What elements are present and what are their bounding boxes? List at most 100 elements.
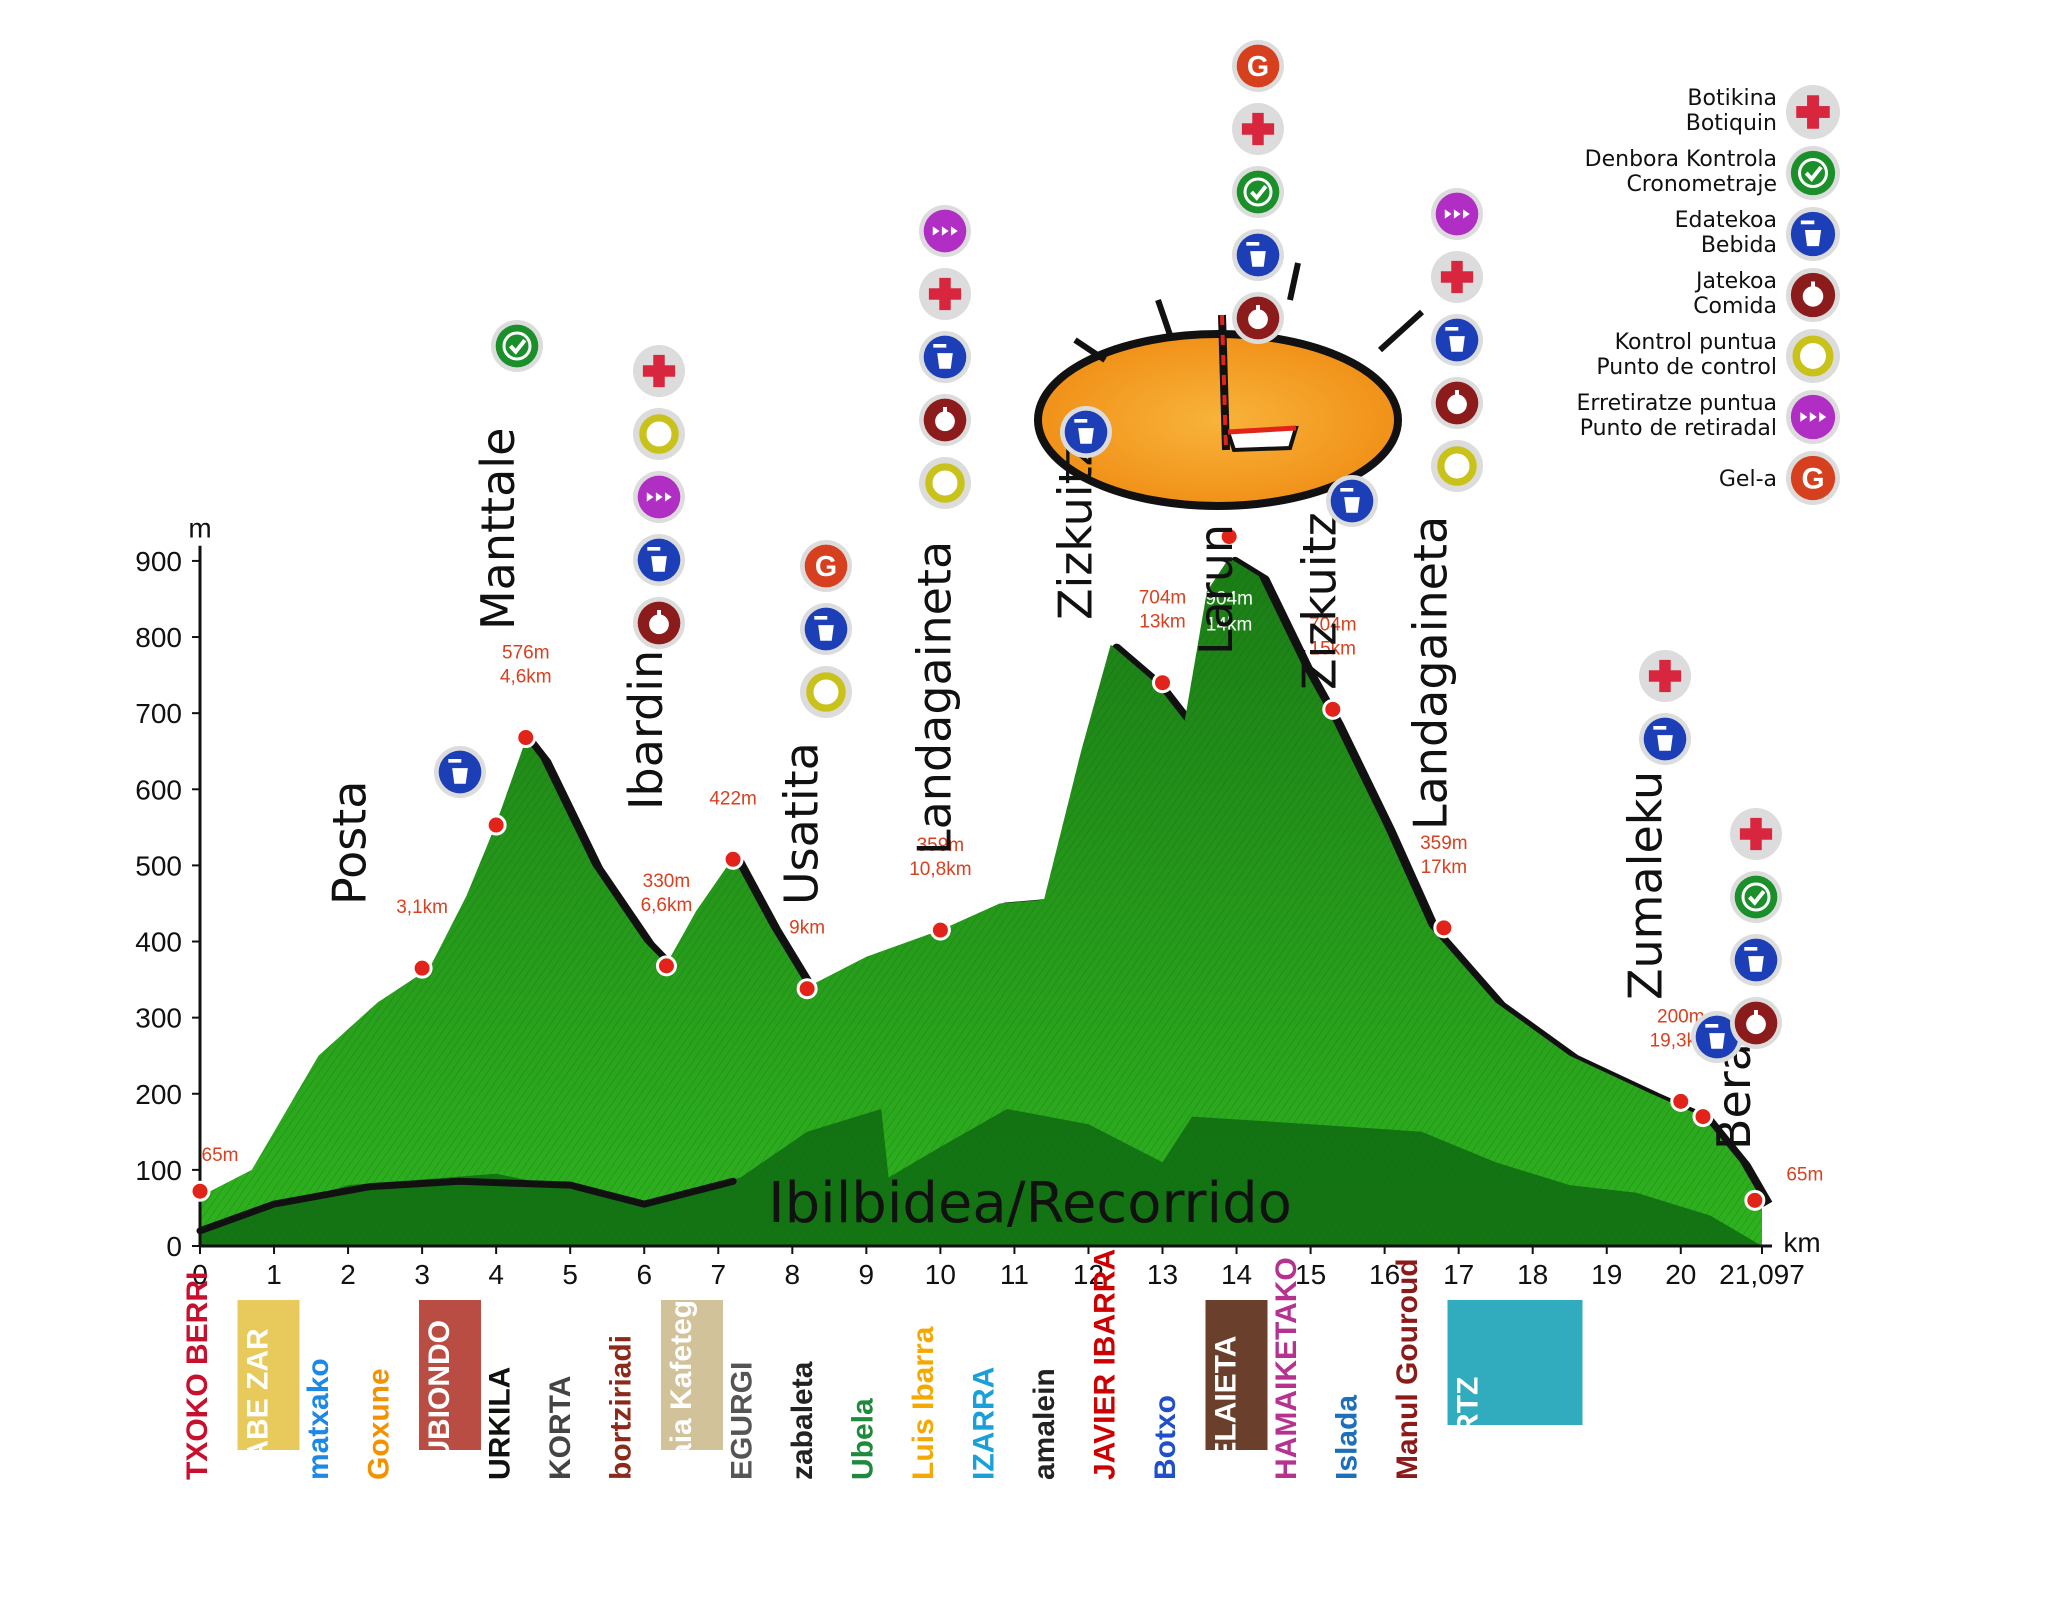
waypoint-label: 15km (1310, 638, 1356, 659)
icon-stack (633, 345, 685, 649)
waypoint-marker (722, 848, 744, 870)
x-tick-label: 5 (562, 1259, 578, 1290)
sponsor-logo: Goxune (363, 1368, 396, 1480)
sponsor-name: HAMAIKETAKO (1270, 1257, 1303, 1480)
icon-stack (1691, 1011, 1743, 1063)
x-tick-label: 9 (859, 1259, 875, 1290)
icon-disc (1790, 150, 1836, 196)
cup (818, 625, 834, 641)
icon-stack (1431, 188, 1483, 492)
sponsor-name: TXOKO BERRI (181, 1272, 214, 1480)
check-ring (1243, 177, 1273, 207)
sponsor-logo: Luis Ibarra (907, 1326, 940, 1480)
waypoint-label: 704m (1139, 588, 1187, 609)
legend-label-eu: Edatekoa (1675, 208, 1777, 233)
apple (1746, 1014, 1766, 1035)
legend-label-es: Punto de retiradal (1580, 416, 1777, 441)
plot-area (196, 314, 1773, 1246)
ring (925, 463, 965, 503)
place-label: Ibardin (619, 650, 673, 810)
x-tick-label: 8 (785, 1259, 801, 1290)
cross-horizontal (1796, 106, 1830, 118)
waypoint-label: 359m (1420, 833, 1468, 854)
sponsor-name: LABE ZAR (242, 1328, 275, 1480)
apple-stem (1256, 305, 1260, 311)
legend-label-es: Bebida (1701, 233, 1777, 258)
waypoint-marker (796, 978, 818, 1000)
arrow (932, 226, 940, 236)
sponsor-name: Ubela (847, 1398, 880, 1480)
y-tick-label: 700 (135, 698, 182, 729)
sponsor-logo-box (1447, 1300, 1583, 1425)
drink-icon (1786, 207, 1840, 261)
sponsor-logo: TXOKO BERRI (181, 1272, 214, 1480)
control-ring-icon (919, 457, 971, 509)
sponsor-logo: URKILA (484, 1367, 517, 1480)
timing-check-icon (1730, 871, 1782, 923)
y-tick-label: 0 (166, 1231, 182, 1262)
icon-stack (1730, 808, 1782, 1049)
retire-arrows-icon (633, 471, 685, 523)
sponsor-logo: Manul Gouroud (1391, 1258, 1424, 1480)
sponsor-name: Islada (1331, 1395, 1364, 1480)
tap (1705, 1024, 1719, 1028)
sponsor-logo-box (1205, 1300, 1268, 1450)
x-tick-label: 16 (1369, 1259, 1400, 1290)
cross-horizontal (1739, 828, 1773, 840)
first-aid-icon (1431, 251, 1483, 303)
x-tick-label: 7 (710, 1259, 726, 1290)
waypoint-label: 6,6km (641, 895, 693, 916)
food-apple-icon (919, 394, 971, 446)
check-mark (1748, 890, 1766, 906)
inner-ridge-area (200, 1109, 1762, 1246)
sponsor-logo: matxako (302, 1358, 335, 1480)
x-tick-label: 11 (1000, 1259, 1029, 1290)
control-ring-icon (800, 666, 852, 718)
waypoint-label: 200m (1657, 1006, 1705, 1027)
legend-label-es: Comida (1693, 294, 1777, 319)
waypoint-label: 3,1km (396, 897, 448, 918)
tap (1246, 242, 1260, 246)
waypoint-marker (411, 957, 433, 979)
icon-disc (495, 324, 539, 368)
sponsor-logo: EGURGI (726, 1362, 759, 1480)
waypoint-marker (929, 919, 951, 941)
sun-disc (1034, 330, 1402, 510)
first-aid-icon (919, 268, 971, 320)
check-mark (1804, 165, 1823, 183)
tap (1653, 726, 1667, 730)
x-tick-label: 15 (1295, 1259, 1326, 1290)
arrow (655, 492, 663, 502)
road-label: Ibilbidea/Recorrido (768, 1171, 1292, 1236)
sponsor-logo: IZARRA (968, 1367, 1001, 1480)
apple-stem (943, 407, 947, 413)
waypoint-marker (1692, 1106, 1714, 1128)
icon-disc (1236, 44, 1280, 88)
apple-stem (1455, 390, 1459, 396)
y-tick-label: 800 (135, 622, 182, 653)
icon-stacks: GG (434, 40, 1782, 1063)
x-tick-label: 1 (266, 1259, 282, 1290)
x-tick-label: 3 (414, 1259, 430, 1290)
control-ring-icon (1431, 440, 1483, 492)
icon-stack (1060, 406, 1112, 458)
arrow (1453, 209, 1461, 219)
waypoint-label: 422m (709, 788, 757, 809)
cup (937, 353, 953, 369)
mountain-hatching (200, 557, 1762, 1246)
first-aid-icon (1639, 650, 1691, 702)
cross-horizontal (928, 288, 962, 300)
cross-horizontal (1440, 271, 1474, 283)
waypoint-marker (1218, 526, 1240, 548)
arrow (1809, 412, 1817, 422)
waypoint-label: 65m (202, 1145, 239, 1166)
waypoint-label: 9km (789, 918, 825, 939)
waypoint-marker (1670, 1090, 1692, 1112)
retire-arrows-icon (1786, 390, 1840, 444)
waypoints: 65m3,1km576m4,6km330m6,6km422m9km359m10,… (189, 526, 1823, 1211)
